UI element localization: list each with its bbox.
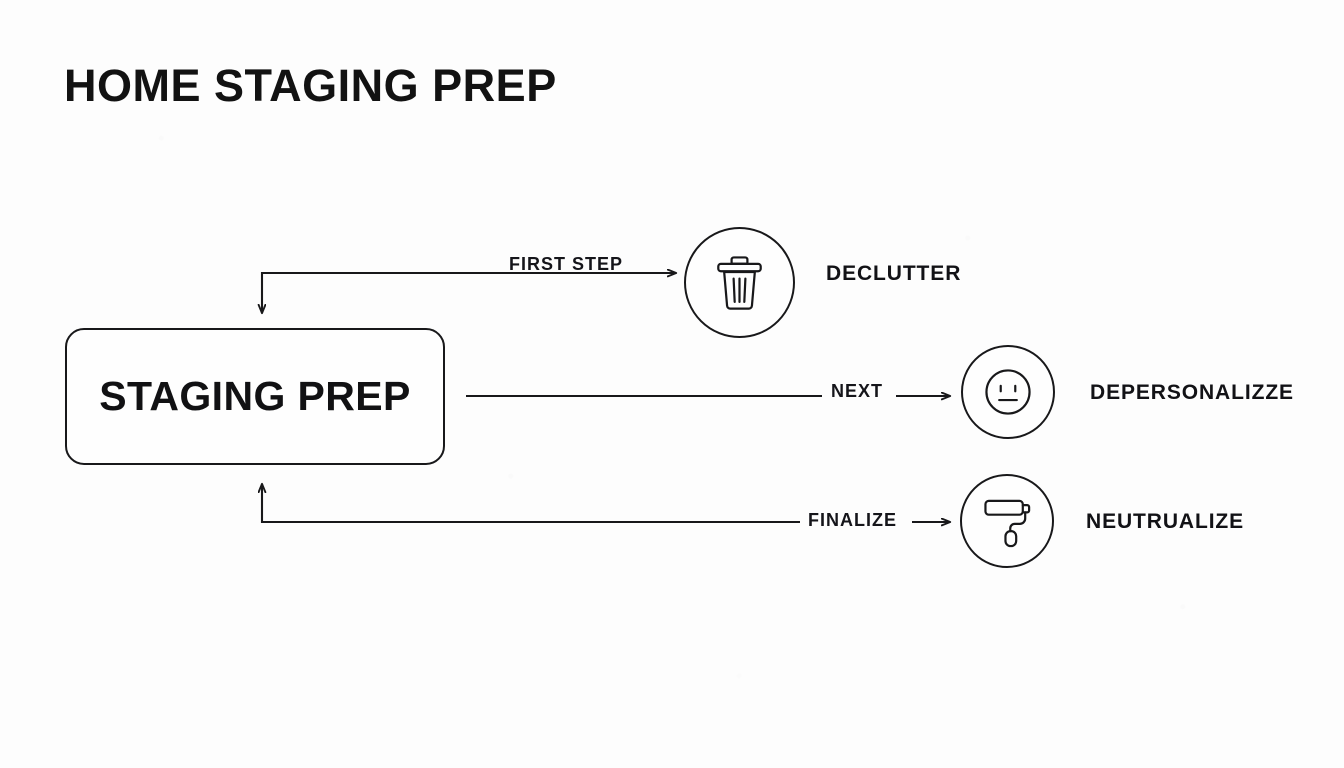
edge-label-next: NEXT [831, 381, 884, 401]
node-label-declutter: DECLUTTER [826, 262, 962, 285]
neutral-face-icon [985, 369, 1031, 415]
neutralize-icon-node[interactable] [960, 474, 1054, 568]
node-label-depersonalize: DEPERSONALIZZE [1090, 381, 1294, 404]
page-title: HOME STAGING PREP [64, 60, 557, 111]
connector-branch-1 [262, 271, 497, 313]
hub-label: STAGING PREP [99, 373, 411, 419]
edge-label-first-step: FIRST STEP [509, 254, 624, 274]
connector-branch-3 [262, 484, 800, 524]
depersonalize-icon-node[interactable] [961, 345, 1055, 439]
staging-prep-hub-box[interactable]: STAGING PREP [65, 328, 445, 465]
paint-roller-icon [984, 499, 1031, 548]
edge-label-finalize: FINALIZE [808, 510, 897, 530]
declutter-icon-node[interactable] [684, 227, 795, 338]
node-label-neutralize: NEUTRUALIZE [1086, 510, 1245, 533]
trash-can-icon [717, 256, 762, 310]
